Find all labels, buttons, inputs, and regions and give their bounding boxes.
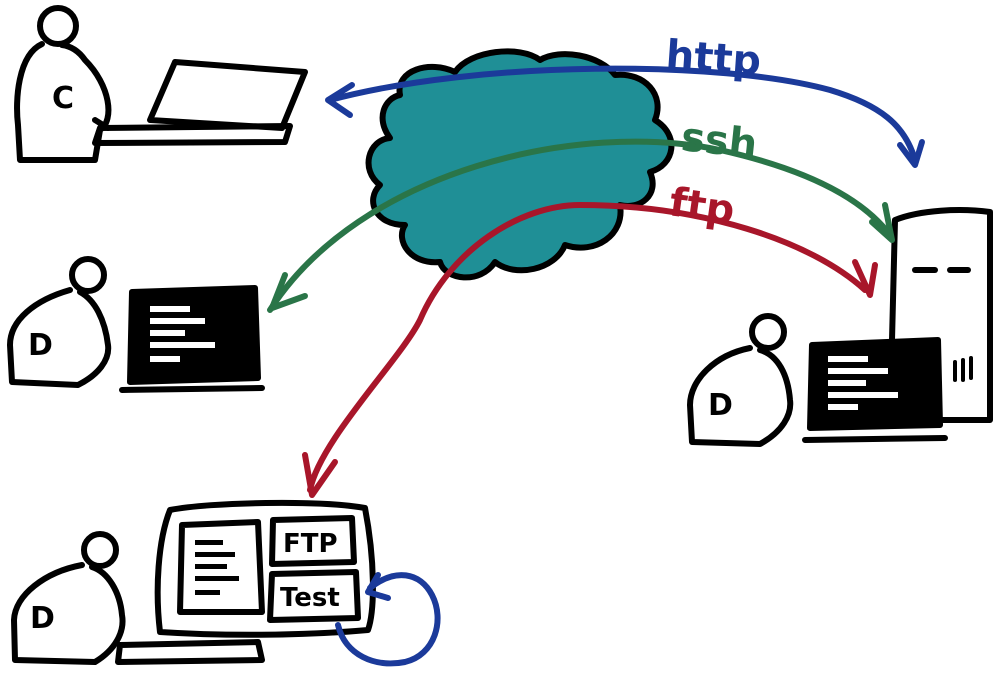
code-line — [150, 342, 215, 348]
monitor-left-screen — [127, 285, 261, 385]
ftp-test-monitor: FTP Test — [115, 499, 376, 665]
http-label: http — [664, 32, 762, 85]
ftp-arrowhead-server — [852, 259, 878, 298]
code-line — [195, 564, 227, 569]
test-panel-box — [267, 569, 361, 623]
dev-left-head — [69, 256, 107, 294]
client-user: C — [14, 5, 112, 163]
ftp-connection: ftp — [302, 179, 878, 498]
code-line — [828, 404, 858, 410]
black-monitor-right — [802, 337, 948, 443]
http-arrowhead-server — [897, 139, 925, 168]
test-loop-arrow — [335, 572, 441, 667]
monitor-left-stand — [119, 385, 265, 393]
ftp-arrow — [307, 201, 868, 493]
code-line — [828, 368, 888, 374]
black-monitor-left — [119, 285, 265, 393]
monitor-right-stand — [802, 435, 948, 443]
dev-bottom-body — [11, 562, 126, 665]
ssh-arrow — [267, 138, 893, 313]
code-line — [195, 576, 239, 581]
ssh-connection: ssh — [267, 114, 895, 313]
dev-bottom-letter: D — [30, 601, 55, 636]
code-line — [828, 380, 866, 386]
keyboard — [115, 639, 265, 665]
dev-right-head — [749, 313, 787, 351]
dev-right-body — [687, 345, 794, 447]
ftp-panel-label: FTP — [283, 529, 338, 559]
client-laptop — [92, 59, 308, 146]
http-arrow — [327, 65, 918, 163]
internet-cloud — [365, 48, 675, 281]
cloud-shape — [365, 48, 675, 281]
client-head — [37, 5, 79, 47]
dev-left-body — [7, 287, 112, 388]
http-connection: http — [325, 32, 925, 168]
code-line — [195, 590, 220, 595]
dev-bottom-head — [81, 531, 119, 569]
developer-left: D — [7, 256, 112, 388]
laptop-base — [92, 123, 293, 146]
test-loop — [335, 572, 441, 667]
laptop-screen — [147, 59, 308, 131]
http-arrowhead-client — [325, 82, 355, 118]
code-line — [150, 306, 190, 312]
developer-right: D — [687, 313, 794, 447]
code-line — [195, 540, 223, 545]
ftp-label: ftp — [667, 179, 738, 234]
monitor-bottom-frame — [154, 499, 376, 638]
dev-right-letter: D — [708, 388, 733, 423]
code-line — [828, 392, 898, 398]
ftp-panel-box — [269, 515, 357, 567]
ssh-arrowhead-developer — [269, 272, 308, 311]
code-line — [150, 356, 180, 362]
test-loop-arrowhead — [365, 572, 391, 601]
test-panel-label: Test — [280, 583, 340, 613]
tower-body — [887, 207, 993, 423]
ssh-label: ssh — [679, 114, 759, 168]
editor-panel — [177, 519, 265, 615]
code-line — [150, 318, 205, 324]
ftp-arrowhead-developer — [302, 452, 338, 498]
code-line — [150, 330, 185, 336]
code-line — [828, 356, 868, 362]
client-body — [14, 41, 112, 163]
dev-left-letter: D — [28, 328, 53, 363]
server-tower — [887, 207, 993, 423]
developer-bottom: D — [11, 531, 126, 665]
ssh-arrowhead-server — [869, 202, 895, 243]
client-letter: C — [52, 81, 74, 116]
code-line — [195, 552, 235, 557]
